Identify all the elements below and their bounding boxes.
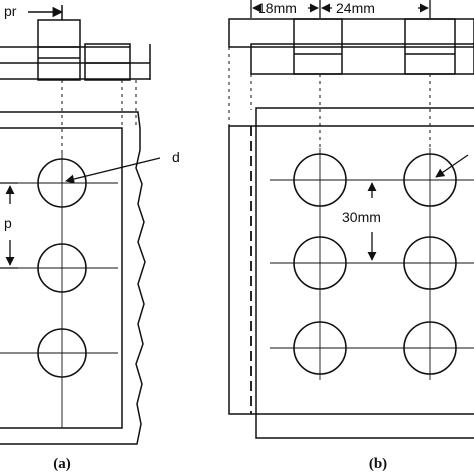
diameter-leader-a <box>65 157 161 184</box>
plate-back-b <box>255 107 474 439</box>
inner-plate-a <box>0 127 123 429</box>
pr-label: pr <box>4 3 17 19</box>
panel-b <box>228 0 474 439</box>
dim-24mm-label: 24mm <box>336 0 375 16</box>
side-view-b <box>228 18 474 75</box>
p-label: p <box>4 215 12 231</box>
top-dimensions <box>250 0 431 18</box>
rivet-holes-b <box>293 153 457 375</box>
projection-lines-b <box>228 47 431 150</box>
dim-18mm-label: 18mm <box>258 0 297 16</box>
plate-outline-a <box>0 111 146 445</box>
diameter-leader-b <box>435 154 469 178</box>
caption-a: (a) <box>53 456 71 472</box>
pr-dimension <box>28 5 64 20</box>
panel-a <box>0 5 161 445</box>
pitch-dimension <box>0 182 18 269</box>
plate-front-b <box>228 125 474 415</box>
center-lines-a <box>0 150 118 428</box>
projection-lines-a <box>61 80 137 158</box>
dim-30mm-label: 30mm <box>342 209 381 225</box>
center-lines-b <box>270 148 474 380</box>
side-view-a <box>0 19 151 81</box>
d-label: d <box>172 149 180 165</box>
caption-b: (b) <box>369 456 387 472</box>
